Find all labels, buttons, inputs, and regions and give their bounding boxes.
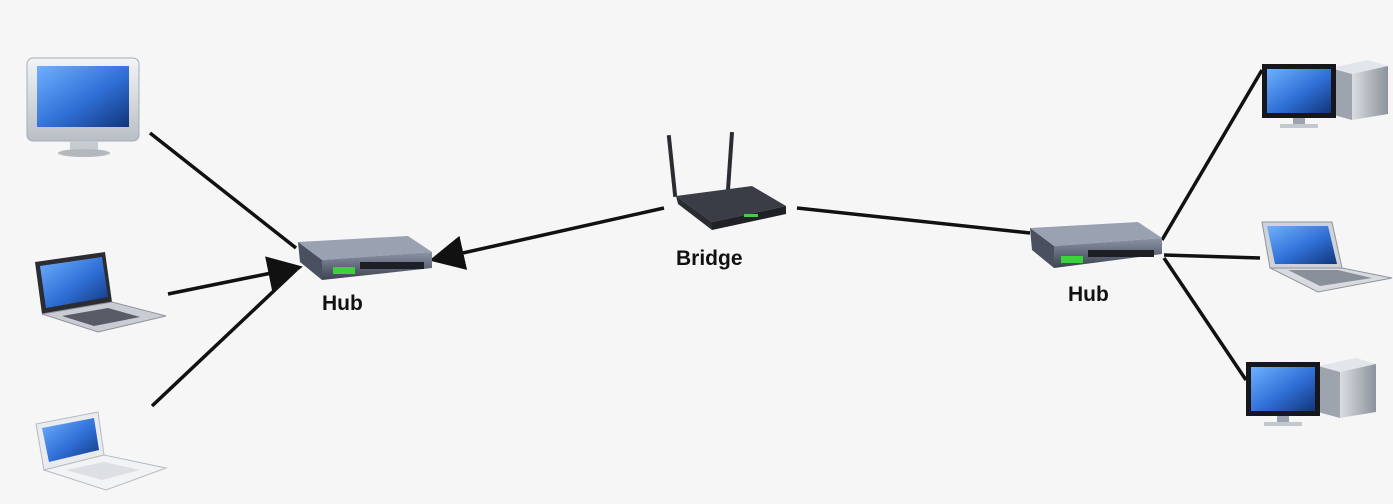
link-laptop-dark-to-hub-left <box>167 256 303 296</box>
laptop-silver-icon <box>1261 221 1393 293</box>
desktop-pc-icon <box>1262 60 1388 128</box>
hub-right-label: Hub <box>1068 283 1109 306</box>
connection-lines <box>148 69 1264 408</box>
link-hub-right-to-laptop <box>1163 253 1261 260</box>
link-bridge-to-hub-left <box>429 206 665 270</box>
hub-icon <box>298 236 432 280</box>
link-bridge-to-hub-right <box>796 206 1031 235</box>
imac-icon <box>26 57 140 157</box>
laptop-white-icon <box>35 411 168 491</box>
link-laptop-white-to-hub-left <box>150 268 298 408</box>
desktop-pc-icon <box>1246 358 1376 426</box>
bridge-label: Bridge <box>676 247 743 270</box>
link-hub-right-to-desktop-top <box>1160 69 1264 241</box>
link-hub-right-to-desktop-bottom <box>1162 257 1248 381</box>
wireless-bridge-icon <box>666 131 786 230</box>
hub-icon <box>1030 222 1162 268</box>
hub-left-label: Hub <box>322 292 363 315</box>
link-imac-to-hub-left <box>148 131 298 250</box>
laptop-dark-icon <box>35 252 167 333</box>
